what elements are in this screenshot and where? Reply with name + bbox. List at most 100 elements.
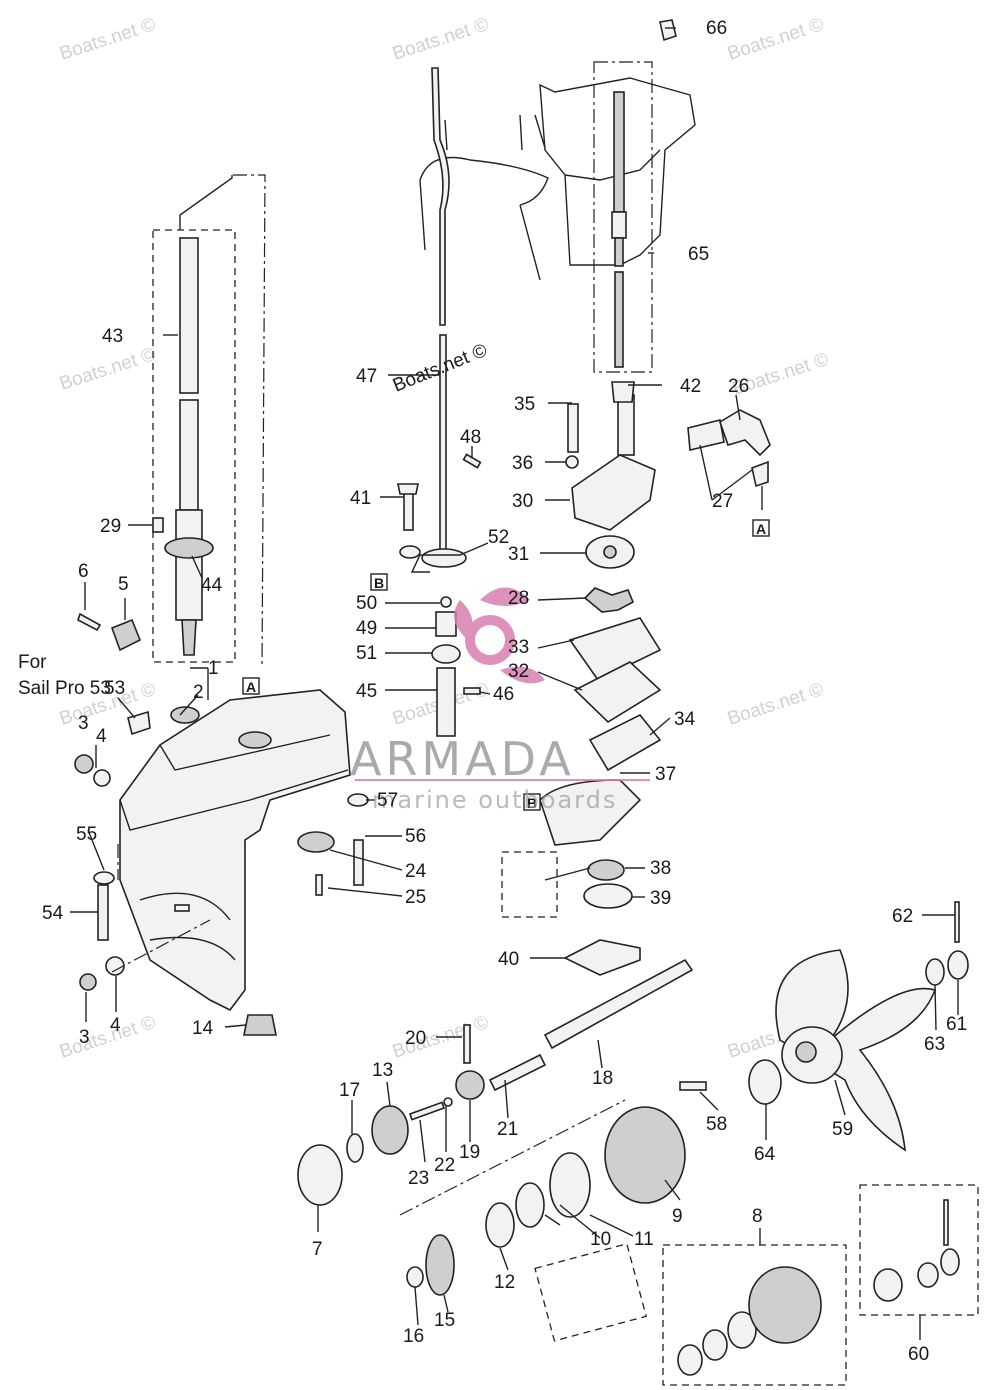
part-label: 48 [460, 427, 481, 448]
part-label: 26 [728, 376, 749, 397]
part-label: 19 [459, 1142, 480, 1163]
part-label: 59 [832, 1119, 853, 1140]
watermark: Boats.net © [725, 14, 826, 65]
part-label: 50 [356, 593, 377, 614]
ref-box-b-top: B [370, 573, 388, 591]
armada-logo: ARMADA marine outboards [350, 587, 650, 814]
part-label: 61 [946, 1014, 967, 1035]
part-label: 6 [78, 561, 89, 582]
gearcase-housing [119, 689, 351, 1012]
ref-box-a-top: A [752, 519, 770, 537]
part-label: 4 [96, 726, 107, 747]
part-label: 2 [193, 682, 204, 703]
driveshaft-assembly [152, 174, 266, 666]
part-label: 13 [372, 1060, 393, 1081]
part-label: 1 [208, 658, 219, 679]
propshaft-internals [297, 958, 694, 1342]
part-label: 18 [592, 1068, 613, 1089]
part-label: 43 [102, 326, 123, 347]
note-for: For [18, 652, 47, 673]
part-label: 22 [434, 1155, 455, 1176]
svg-text:B: B [527, 795, 537, 811]
part-label: 16 [403, 1326, 424, 1347]
part-label: 52 [488, 527, 509, 548]
part-label: 3 [78, 713, 89, 734]
part-label: 57 [377, 790, 398, 811]
part-label: 40 [498, 949, 519, 970]
part-label: 12 [494, 1272, 515, 1293]
part-label: 14 [192, 1018, 214, 1039]
part-label: 51 [356, 643, 377, 664]
svg-text:B: B [374, 575, 384, 591]
propeller-assembly [679, 901, 969, 1152]
part-label: 24 [405, 861, 427, 882]
part-label: 8 [752, 1206, 763, 1227]
part-label: 9 [672, 1206, 683, 1227]
part-label: 44 [201, 575, 223, 596]
leader-lines [70, 27, 959, 1340]
part-label: 15 [434, 1310, 455, 1331]
ref-box-b-pump: B [523, 793, 541, 811]
pinion-gear [243, 1014, 277, 1036]
part-label: 21 [497, 1119, 518, 1140]
ref-box-a-housing: A [242, 677, 260, 695]
part-label: 34 [674, 709, 696, 730]
side-fasteners [74, 754, 211, 991]
part-label: 17 [339, 1080, 360, 1101]
part-label: 3 [79, 1027, 90, 1048]
part-label: 46 [493, 684, 514, 705]
part-label: 23 [408, 1168, 429, 1189]
part-label: 33 [508, 637, 529, 658]
part-label: 62 [892, 906, 913, 927]
inset-boxes [662, 1184, 979, 1386]
part-label: 4 [110, 1015, 121, 1036]
part-number-labels: 66 65 42 26 35 36 30 27 31 28 33 32 34 3… [42, 18, 967, 1365]
part-label: 10 [590, 1229, 611, 1250]
part-label: 53 [104, 678, 125, 699]
part-label: 45 [356, 681, 377, 702]
shift-components [297, 453, 482, 896]
shift-rod-65 [593, 19, 677, 373]
svg-text:A: A [756, 521, 766, 537]
part-label: 49 [356, 618, 377, 639]
watermark: Boats.net © [725, 679, 826, 730]
part-label: 55 [76, 824, 97, 845]
part-label: 47 [356, 366, 377, 387]
watermark: Boats.net © [57, 1012, 158, 1063]
brand-tagline: marine outboards [372, 786, 617, 814]
part-label: 54 [42, 903, 64, 924]
watermark: Boats.net © [390, 14, 491, 65]
part-label: 41 [350, 488, 371, 509]
part-label: 30 [512, 491, 533, 512]
watermark: Boats.net © [57, 344, 158, 395]
part-label: 28 [508, 588, 529, 609]
part-label: 25 [405, 887, 426, 908]
svg-text:A: A [246, 679, 256, 695]
part-label: 63 [924, 1034, 945, 1055]
part-label: 60 [908, 1344, 929, 1365]
watermark: Boats.net © [57, 14, 158, 65]
anode-and-bolt [77, 612, 151, 736]
part-label: 35 [514, 394, 535, 415]
part-label: 65 [688, 244, 709, 265]
part-label: 39 [650, 888, 671, 909]
water-pump [501, 381, 771, 976]
part-label: 27 [712, 491, 733, 512]
part-label: 64 [754, 1144, 776, 1165]
part-label: 42 [680, 376, 701, 397]
part-label: 7 [312, 1239, 323, 1260]
part-label: 29 [100, 516, 121, 537]
upper-housing-outline [419, 77, 696, 281]
part-label: 20 [405, 1028, 426, 1049]
part-label: 5 [118, 574, 129, 595]
part-label: 38 [650, 858, 671, 879]
part-label: 56 [405, 826, 426, 847]
part-label: 58 [706, 1114, 727, 1135]
part-label: 36 [512, 453, 533, 474]
part-label: 66 [706, 18, 727, 39]
part-label: 37 [655, 764, 676, 785]
part-label: 11 [634, 1229, 654, 1250]
brand-name: ARMADA [350, 732, 575, 786]
note-model: Sail Pro 53 [18, 678, 111, 699]
